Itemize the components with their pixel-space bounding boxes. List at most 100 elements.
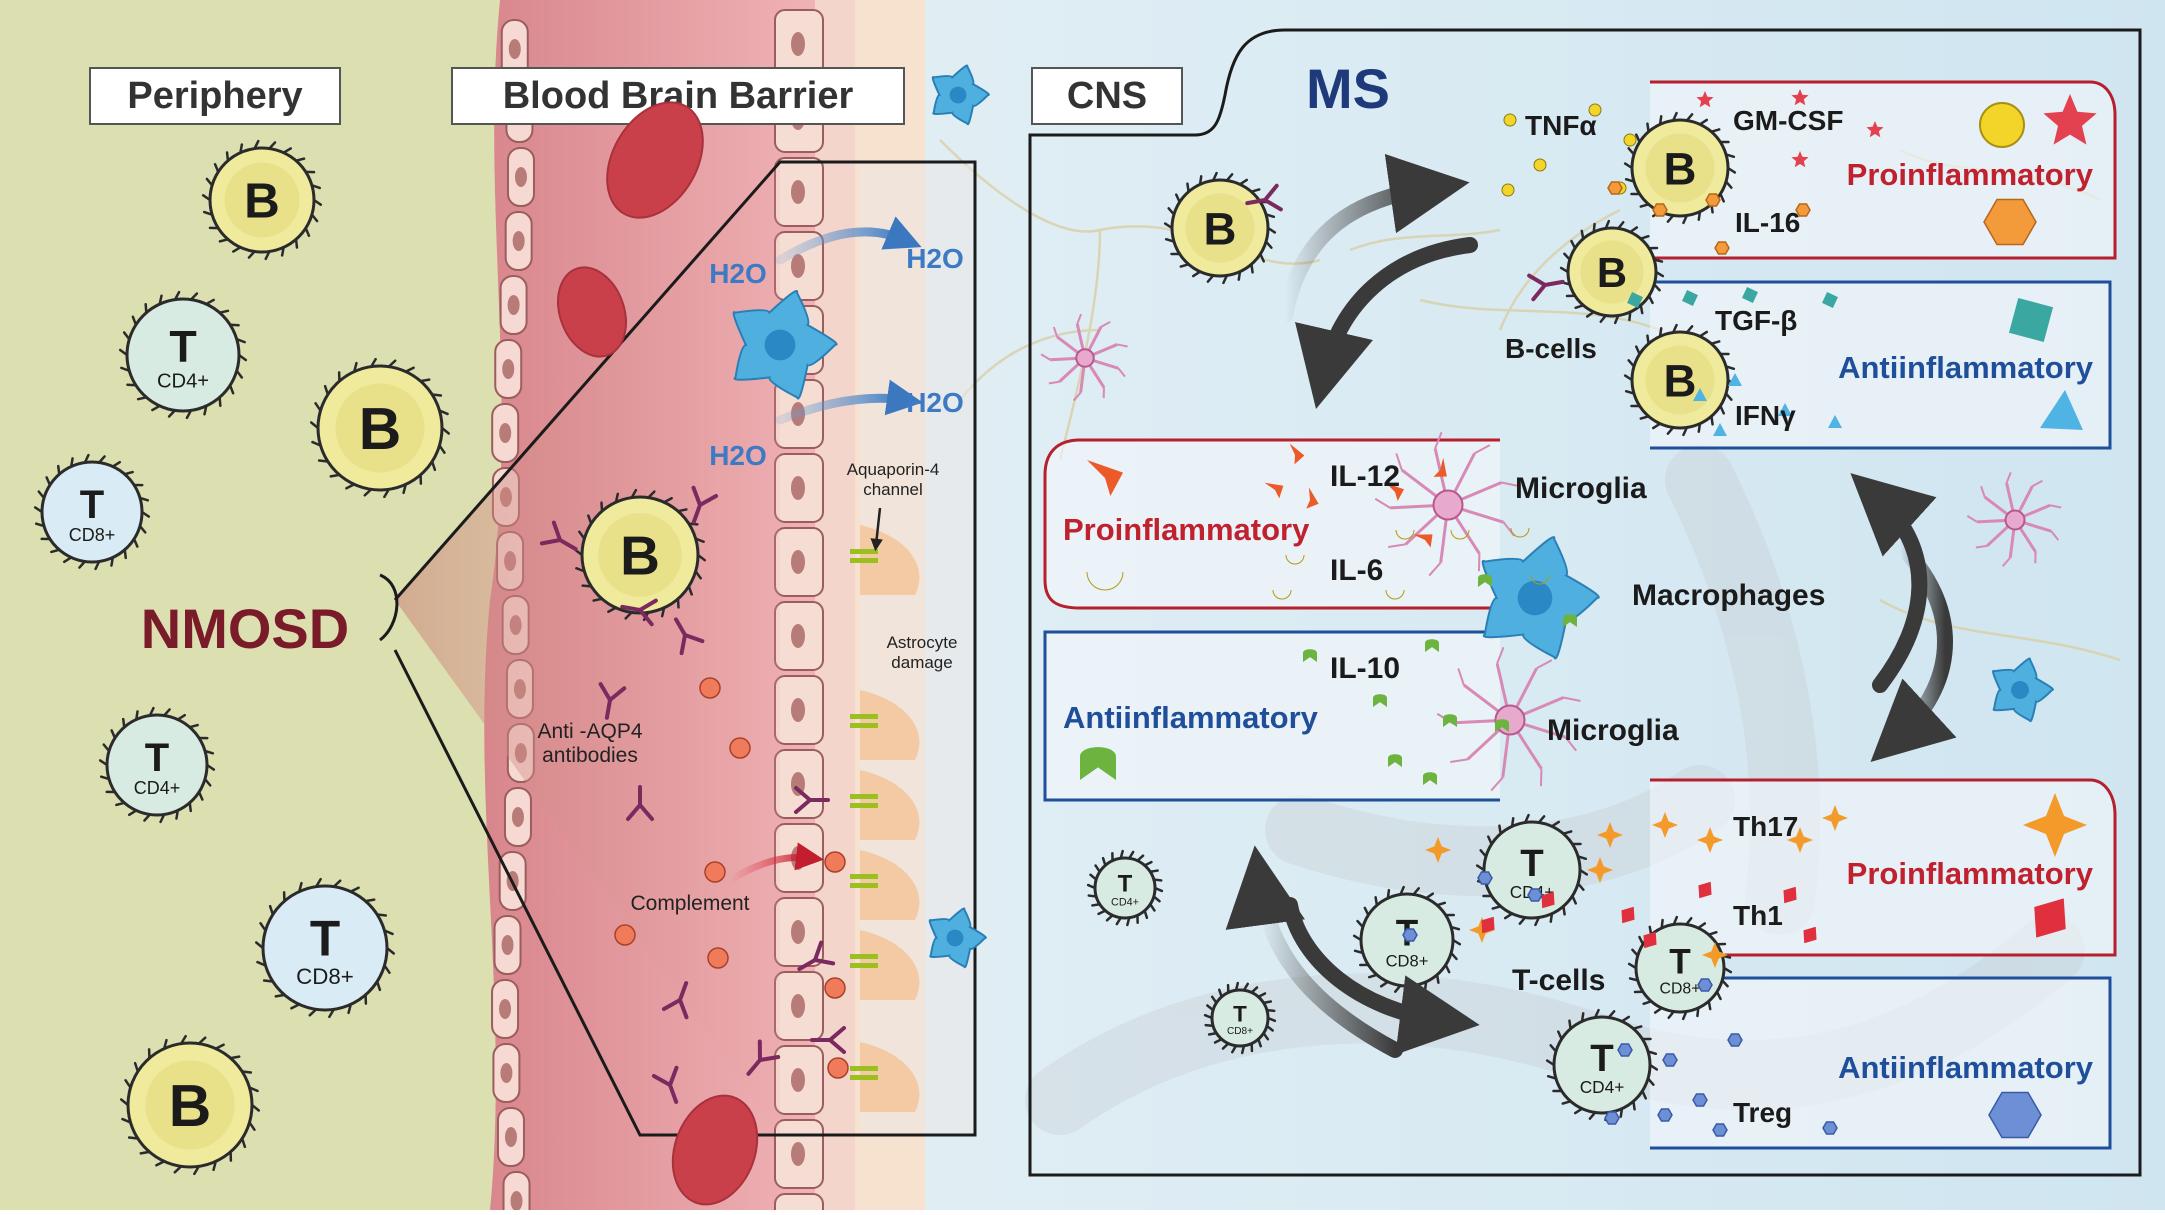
aqp4-channel: [850, 1066, 878, 1071]
cell-nucleus: [502, 359, 514, 379]
cell-nucleus: [791, 624, 805, 648]
tnfa-molecule: [1502, 184, 1514, 196]
b-cell-letter: B: [1664, 143, 1697, 194]
t-cell-letter: T: [145, 736, 169, 780]
il16-molecule: [1608, 182, 1622, 194]
tnfa-legend-symbol: [1980, 103, 2024, 147]
h2o-label-1: H2O: [709, 258, 767, 289]
bcells-label: B-cells: [1505, 333, 1597, 364]
t-cell-subtype: CD8+: [69, 525, 116, 545]
aqp4-channel: [850, 723, 878, 728]
t-cell-letter: T: [1118, 871, 1133, 898]
anti-aqp4-label-1: Anti -AQP4: [537, 720, 642, 743]
cell-nucleus: [791, 550, 805, 574]
t-cell-letter: T: [80, 483, 104, 527]
cell-nucleus: [508, 295, 520, 315]
tgfb-label: TGF-β: [1715, 305, 1797, 336]
cell-nucleus: [502, 935, 514, 955]
treg-molecule: [1605, 1112, 1619, 1124]
cell-nucleus: [505, 1127, 517, 1147]
t-cell-subtype: CD8+: [1227, 1026, 1253, 1037]
t-cell-letter: T: [1233, 1001, 1247, 1026]
aqp4-channel: [850, 954, 878, 959]
t-anti-label: Antiinflammatory: [1838, 1050, 2094, 1085]
complement-protein: [828, 1058, 848, 1078]
il12-label: IL-12: [1330, 460, 1400, 493]
treg-molecule: [1528, 889, 1542, 901]
t-cell-subtype: CD8+: [296, 964, 354, 989]
t-cell-letter: T: [1590, 1037, 1614, 1080]
b-cell-letter: B: [244, 174, 280, 229]
treg-molecule: [1618, 1044, 1632, 1056]
microglia-label-2: Microglia: [1547, 714, 1679, 747]
b-cell-letter: B: [169, 1074, 212, 1139]
astro-label-2: damage: [891, 653, 952, 672]
endothelial-cells-right: [775, 10, 823, 1210]
il10-label: IL-10: [1330, 652, 1400, 685]
complement-protein: [708, 948, 728, 968]
cell-nucleus: [791, 1142, 805, 1166]
cell-nucleus: [509, 39, 521, 59]
endothelial-cell: [775, 1194, 823, 1210]
aqp4-channel: [850, 803, 878, 808]
microglia-label-1: Microglia: [1515, 472, 1647, 505]
cns-label-box: CNS: [1032, 68, 1182, 124]
cell-nucleus: [499, 423, 511, 443]
complement-protein: [825, 852, 845, 872]
treg-molecule: [1478, 872, 1492, 884]
b-cell-letter: B: [1664, 355, 1697, 406]
aqp4-channel: [850, 558, 878, 563]
t-cell-subtype: CD4+: [1111, 896, 1139, 908]
t-cell-letter: T: [169, 322, 196, 372]
t-cell-subtype: CD4+: [157, 370, 209, 392]
cell-nucleus: [791, 1068, 805, 1092]
treg-molecule: [1693, 1094, 1707, 1106]
complement-label: Complement: [630, 892, 749, 915]
complement-protein: [705, 862, 725, 882]
t-cell-subtype: CD8+: [1660, 981, 1701, 998]
treg-molecule: [1403, 929, 1417, 941]
cell-nucleus: [791, 920, 805, 944]
treg-molecule: [1658, 1109, 1672, 1121]
t-cell-letter: T: [310, 910, 340, 966]
cell-nucleus: [500, 1063, 512, 1083]
aqp4-channel: [850, 874, 878, 879]
il6-label: IL-6: [1330, 554, 1383, 587]
treg-molecule: [1823, 1122, 1837, 1134]
il16-molecule: [1715, 242, 1729, 254]
t-cell-subtype: CD4+: [134, 778, 181, 798]
cell-nucleus: [499, 999, 511, 1019]
t-cell-letter: T: [1520, 842, 1544, 885]
b-cell-letter: B: [1204, 203, 1237, 254]
cell-nucleus: [791, 476, 805, 500]
t-cell-subtype: CD8+: [1386, 952, 1429, 971]
ifng-label: IFNγ: [1735, 400, 1796, 431]
th1-label: Th1: [1733, 900, 1783, 931]
aqp4-channel: [850, 549, 878, 554]
anti-aqp4-label-2: antibodies: [542, 744, 638, 767]
cell-nucleus: [515, 167, 527, 187]
t-pro-label: Proinflammatory: [1847, 856, 2094, 891]
t-cell-subtype: CD4+: [1580, 1077, 1625, 1097]
cell-nucleus: [512, 807, 524, 827]
cell-nucleus: [791, 32, 805, 56]
il16-molecule: [1653, 204, 1667, 216]
aqp4-channel: [850, 963, 878, 968]
aqp4-label-1: Aquaporin-4: [847, 460, 940, 479]
cell-nucleus: [791, 698, 805, 722]
b-cell-letter: B: [359, 397, 402, 462]
gmcsf-label: GM-CSF: [1733, 105, 1843, 136]
treg-molecule: [1728, 1034, 1742, 1046]
h2o-label-4: H2O: [709, 440, 767, 471]
complement-protein: [700, 678, 720, 698]
b-anti-label: Antiinflammatory: [1838, 350, 2094, 385]
b-pro-label: Proinflammatory: [1847, 157, 2094, 192]
h2o-label-3: H2O: [906, 387, 964, 418]
treg-molecule: [1663, 1054, 1677, 1066]
treg-molecule: [1713, 1124, 1727, 1136]
cns-label: CNS: [1067, 75, 1147, 117]
periphery-label: Periphery: [127, 75, 302, 117]
cell-nucleus: [791, 180, 805, 204]
